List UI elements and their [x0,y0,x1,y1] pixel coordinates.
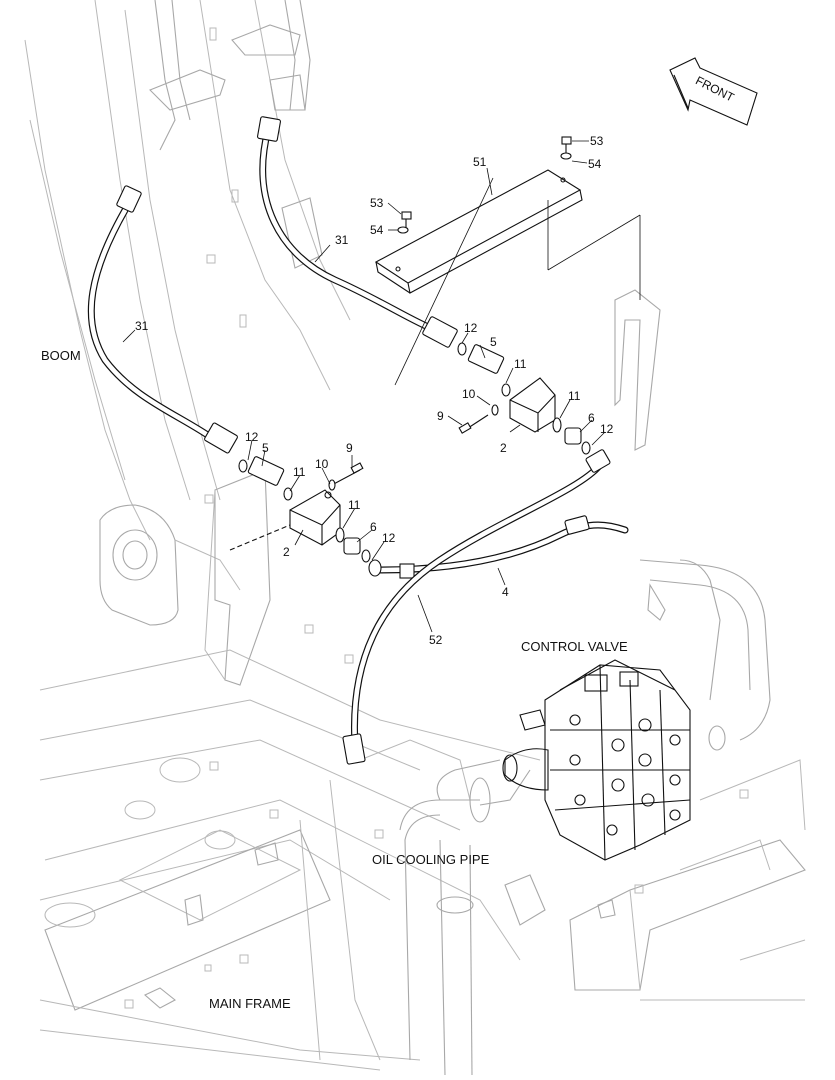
right-fitting-group [457,200,641,455]
part-label-11: 11 [293,465,306,479]
part-label-53: 53 [590,134,604,148]
part-label-54: 54 [370,223,384,237]
front-label: FRONT [693,73,737,105]
hose-4 [376,515,629,579]
part-label-10: 10 [315,457,329,471]
part-label-6: 6 [588,411,595,425]
part-number-labels: 51 53 54 53 54 31 31 12 5 11 10 9 11 6 1… [135,134,614,647]
part-label-54: 54 [588,157,602,171]
part-label-11: 11 [568,389,581,403]
part-label-9: 9 [346,441,353,455]
part-label-10: 10 [462,387,476,401]
bracket-plate [374,169,583,294]
part-label-6: 6 [370,520,377,534]
part-label-31: 31 [135,319,149,333]
washer-54-right [560,152,572,160]
part-label-53: 53 [370,196,384,210]
control-valve-label: CONTROL VALVE [521,639,628,654]
part-label-31: 31 [335,233,349,247]
hose-52 [342,449,611,765]
part-label-52: 52 [429,633,443,647]
main-frame-label: MAIN FRAME [209,996,291,1011]
part-label-11: 11 [348,498,361,512]
part-label-5: 5 [262,441,269,455]
part-label-12: 12 [382,531,396,545]
part-label-5: 5 [490,335,497,349]
left-fitting-group [229,456,382,577]
control-valve [502,659,691,861]
part-label-9: 9 [437,409,444,423]
background-structure [24,0,806,1076]
part-label-51: 51 [473,155,487,169]
part-label-2: 2 [500,441,507,455]
part-label-12: 12 [464,321,478,335]
part-label-11: 11 [514,357,527,371]
part-label-12: 12 [245,430,259,444]
washer-54-left [397,226,409,234]
part-label-4: 4 [502,585,509,599]
part-label-12: 12 [600,422,614,436]
leader-lines [122,140,606,633]
oil-cooling-pipe-label: OIL COOLING PIPE [372,852,490,867]
hose-31-upper [257,116,458,348]
front-direction-arrow [669,57,758,126]
hose-31-left [87,185,238,454]
boom-label: BOOM [41,348,81,363]
part-label-2: 2 [283,545,290,559]
